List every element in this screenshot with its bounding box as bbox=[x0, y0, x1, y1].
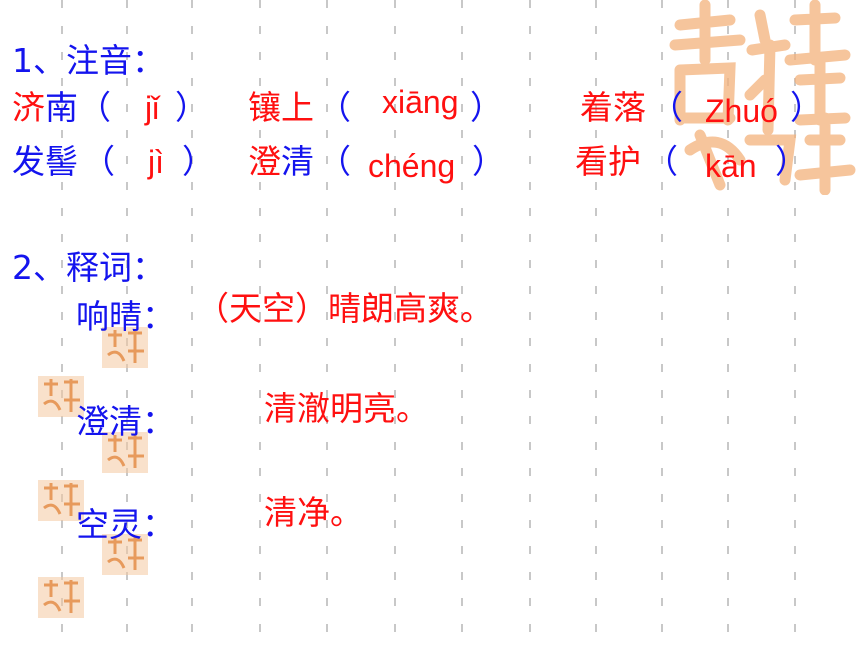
row2-word1-open-paren: （ bbox=[82, 142, 115, 181]
row2-word2-close-paren: ） bbox=[472, 142, 505, 181]
row2-word3-open-paren: （ bbox=[645, 142, 678, 181]
row1-word2: 镶上 bbox=[248, 88, 314, 127]
row2-word3-close-paren: ） bbox=[775, 142, 808, 181]
section2-heading: 2、释词： bbox=[12, 248, 165, 287]
row2-word3: 看护 bbox=[575, 142, 641, 181]
term-definition: （天空）晴朗高爽。 bbox=[196, 289, 493, 328]
row1-word2-close-paren: ） bbox=[470, 88, 503, 127]
row2-word2-rest: 清 bbox=[281, 142, 314, 181]
row1-word3-close-paren: ） bbox=[790, 88, 823, 127]
auspicious-seal-icon bbox=[102, 534, 148, 575]
section1-heading: 1、注音： bbox=[12, 41, 165, 80]
auspicious-seal-icon bbox=[38, 376, 84, 417]
auspicious-seal-icon bbox=[669, 0, 856, 195]
term-definition: 清澈明亮。 bbox=[264, 389, 429, 428]
row1-word3: 着落 bbox=[580, 88, 646, 127]
row1-word1-rest: 南 bbox=[45, 88, 78, 127]
auspicious-seal-icon bbox=[38, 480, 84, 521]
term-label: 响晴： bbox=[76, 297, 175, 336]
row1-word3-pinyin: Zhuó bbox=[705, 93, 778, 129]
term-label: 澄清： bbox=[76, 402, 175, 441]
row1-word1-first-char: 济 bbox=[12, 88, 45, 127]
row1-word1-pinyin: jǐ bbox=[145, 90, 160, 126]
row2-word3-pinyin: kān bbox=[705, 148, 757, 184]
row2-word2-pinyin: chéng bbox=[368, 148, 456, 184]
auspicious-seal-icon bbox=[102, 327, 148, 368]
row1-word2-pinyin: xiāng bbox=[382, 84, 459, 120]
auspicious-seal-icon bbox=[102, 432, 148, 473]
row2-word1-close-paren: ） bbox=[182, 142, 215, 181]
row2-word2-open-paren: （ bbox=[318, 142, 351, 181]
auspicious-seal-icon bbox=[38, 577, 84, 618]
row2-word1: 发髻 bbox=[12, 142, 78, 181]
row1-word1-open-paren: （ bbox=[78, 88, 111, 127]
row2-word2-first-char: 澄 bbox=[248, 142, 281, 181]
term-definition: 清净。 bbox=[264, 493, 363, 532]
row1-word3-open-paren: （ bbox=[650, 88, 683, 127]
term-label: 空灵： bbox=[76, 505, 175, 544]
row2-word1-pinyin: jì bbox=[148, 144, 164, 180]
row1-word2-open-paren: （ bbox=[318, 88, 351, 127]
row1-word1-close-paren: ） bbox=[175, 88, 208, 127]
